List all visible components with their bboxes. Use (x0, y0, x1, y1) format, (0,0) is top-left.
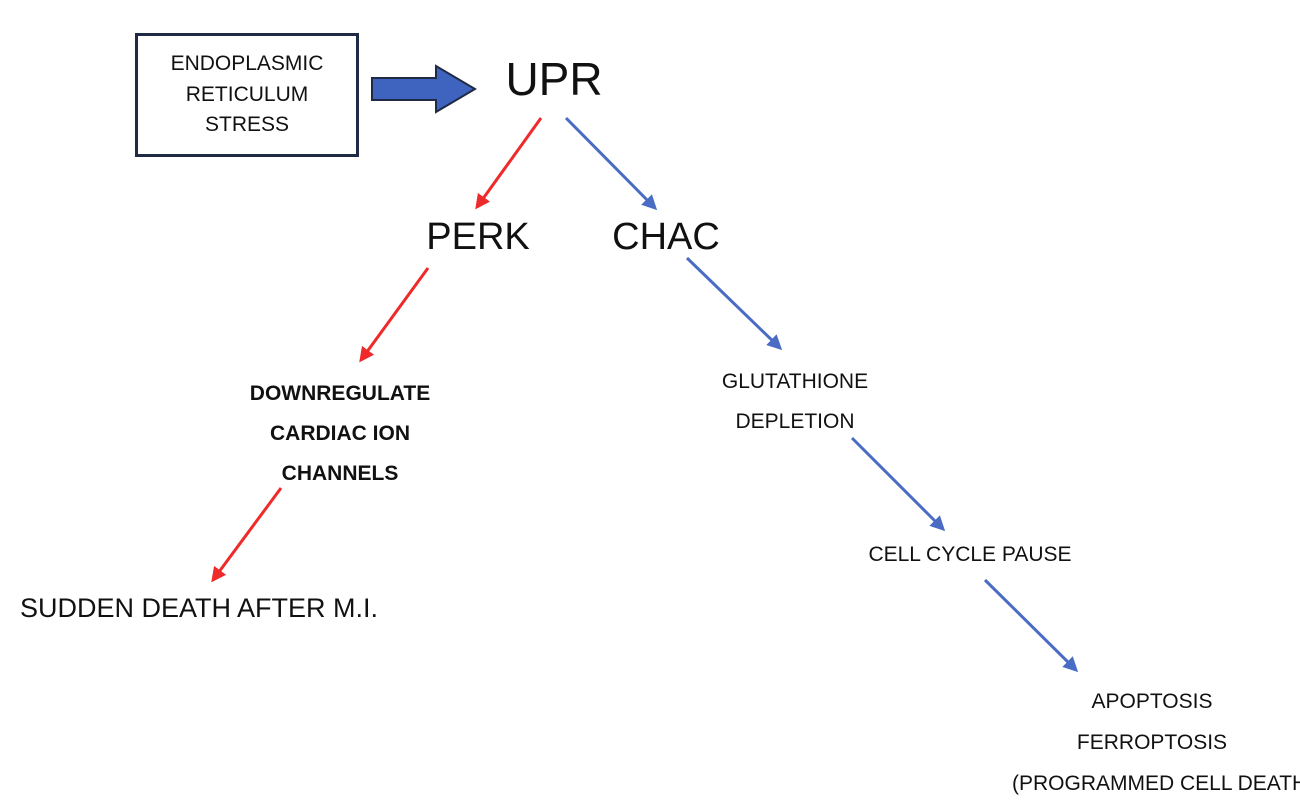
apoptosis-line-3: (PROGRAMMED CELL DEATH) (1012, 771, 1300, 795)
glutathione-line-1: GLUTATHIONE (721, 370, 869, 393)
glutathione-line-2: DEPLETION (735, 409, 855, 433)
arrow-upr-to-chac (564, 116, 658, 211)
chac-label: CHAC (612, 216, 720, 258)
er-stress-box: ENDOPLASMIC RETICULUM STRESS (135, 33, 359, 157)
arrow-cell-cycle-to-apoptosis (983, 578, 1079, 673)
cell-cycle-label: CELL CYCLE PAUSE (868, 543, 1072, 566)
arrow-downregulate-to-sudden-death (211, 487, 283, 583)
sudden-death-label: SUDDEN DEATH AFTER M.I. (20, 593, 379, 623)
arrow-glutathione-to-cell-cycle (850, 436, 946, 532)
block-arrow-er-to-upr (371, 64, 477, 114)
arrow-chac-to-glutathione (685, 256, 783, 351)
apoptosis-line-1: APOPTOSIS (1091, 690, 1213, 713)
downregulate-line-1: DOWNREGULATE (249, 382, 431, 405)
apoptosis-node: APOPTOSIS FERROPTOSIS (PROGRAMMED CELL D… (1012, 682, 1300, 805)
er-stress-line-1: ENDOPLASMIC (170, 52, 324, 76)
glutathione-node: GLUTATHIONE DEPLETION (690, 362, 900, 442)
arrow-upr-to-perk (475, 117, 543, 210)
downregulate-line-2: CARDIAC ION (270, 421, 410, 445)
er-stress-line-3: STRESS (204, 113, 290, 137)
upr-label: UPR (505, 53, 603, 105)
downregulate-line-3: CHANNELS (281, 461, 399, 485)
er-stress-line-2: RETICULUM (185, 82, 309, 106)
downregulate-node: DOWNREGULATE CARDIAC ION CHANNELS (200, 374, 480, 494)
apoptosis-line-2: FERROPTOSIS (1076, 730, 1228, 754)
perk-label: PERK (426, 216, 530, 258)
arrow-perk-to-downregulate (359, 267, 430, 363)
